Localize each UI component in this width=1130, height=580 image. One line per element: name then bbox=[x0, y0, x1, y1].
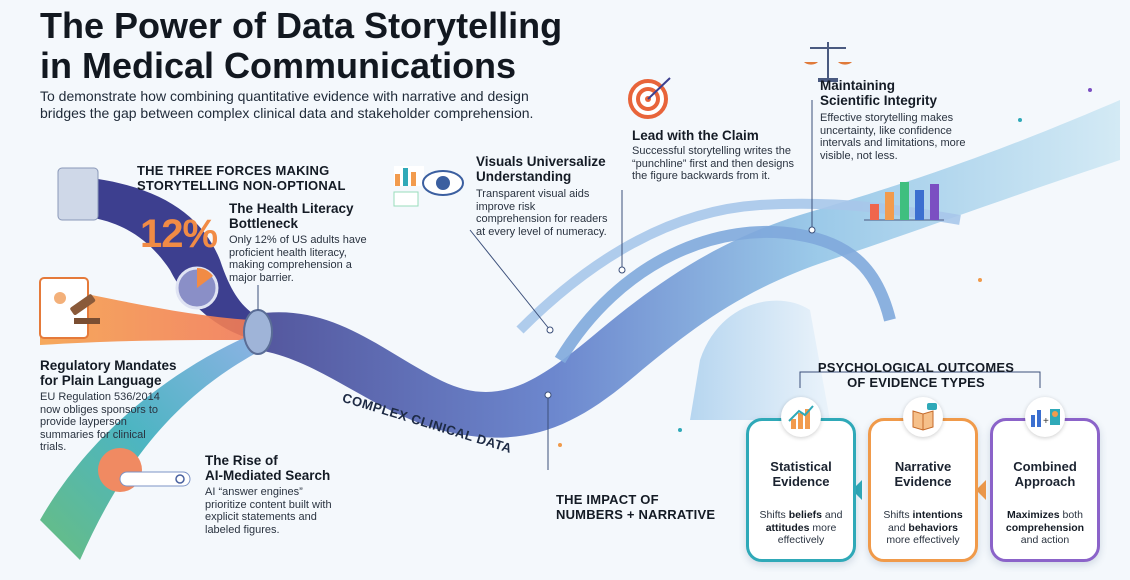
ai-search-body: AI “answer engines” prioritize content b… bbox=[205, 486, 332, 536]
card-emphasis: comprehension bbox=[1005, 521, 1085, 534]
target-icon bbox=[628, 77, 671, 119]
regulatory-title-2: for Plain Language bbox=[40, 373, 162, 388]
card-text: and action bbox=[1020, 534, 1070, 546]
regulatory-body: EU Regulation 536/2014 now obliges spons… bbox=[40, 391, 160, 454]
card-title-2: Approach bbox=[1014, 474, 1076, 489]
impact-line-1: THE IMPACT OF bbox=[556, 492, 659, 507]
title-line-2: in Medical Communications bbox=[40, 45, 517, 86]
ai-search-title: The Rise of AI-Mediated Search bbox=[205, 453, 365, 483]
title-line-1: The Power of Data Storytelling bbox=[40, 5, 563, 46]
card-title-2: Evidence bbox=[894, 474, 952, 489]
page-title: The Power of Data Storytelling in Medica… bbox=[40, 6, 640, 86]
bridge-deck bbox=[516, 198, 961, 334]
pipe-opening bbox=[57, 167, 99, 221]
card-title-2: Evidence bbox=[772, 474, 830, 489]
page-subtitle: To demonstrate how combining quantitativ… bbox=[40, 88, 534, 121]
forces-heading: THE THREE FORCES MAKING STORYTELLING NON… bbox=[137, 163, 357, 193]
card-text: more effectively bbox=[886, 534, 960, 546]
card-text: and bbox=[887, 521, 909, 534]
card-title-1: Combined bbox=[1013, 459, 1077, 474]
error-bar-chart-icon bbox=[864, 182, 944, 221]
card-body: Shifts intentions and behaviors more eff… bbox=[877, 509, 969, 547]
visuals-title-1: Visuals Universalize bbox=[476, 154, 606, 169]
gavel-icon bbox=[39, 277, 100, 339]
impact-heading: THE IMPACT OF NUMBERS + NARRATIVE bbox=[556, 492, 736, 522]
card-title-1: Statistical bbox=[770, 459, 832, 474]
eye-icon bbox=[393, 166, 464, 207]
bridge-pier bbox=[690, 300, 830, 420]
card-text: both bbox=[1059, 509, 1083, 521]
health-literacy-title-1: The Health Literacy bbox=[229, 201, 354, 216]
claim-title: Lead with the Claim bbox=[632, 128, 759, 143]
ai-search-title-1: The Rise of bbox=[205, 453, 278, 468]
card-body: Maximizes both comprehension and action bbox=[999, 509, 1091, 547]
visuals-body: Transparent visual aids improve risk com… bbox=[476, 188, 608, 238]
scales-icon bbox=[804, 42, 852, 82]
chart-plus-book-icon: + bbox=[1025, 397, 1065, 437]
psych-heading-1: PSYCHOLOGICAL OUTCOMES bbox=[817, 360, 1015, 375]
card-emphasis: Maximizes bbox=[1007, 509, 1060, 521]
claim-body: Successful storytelling writes the “punc… bbox=[632, 145, 795, 183]
card-text: more effectively bbox=[777, 521, 837, 547]
teal-stream bbox=[40, 335, 258, 560]
integrity-body: Effective storytelling makes uncertainty… bbox=[820, 112, 966, 162]
integrity-title-2: Scientific Integrity bbox=[820, 93, 938, 108]
forces-heading-line-2: STORYTELLING NON-OPTIONAL bbox=[137, 178, 346, 193]
svg-text:+: + bbox=[1043, 416, 1049, 427]
health-literacy-title: The Health Literacy Bottleneck bbox=[229, 201, 369, 231]
health-literacy-stat: 12% bbox=[140, 212, 218, 256]
integrity-title: Maintaining Scientific Integrity bbox=[820, 78, 1000, 108]
card-emphasis: intentions bbox=[912, 509, 963, 521]
card-text: and bbox=[822, 509, 843, 521]
psych-heading-2: OF EVIDENCE TYPES bbox=[847, 375, 985, 390]
bridge-arch bbox=[554, 226, 896, 364]
valve bbox=[243, 309, 273, 355]
forces-heading-line-1: THE THREE FORCES MAKING bbox=[137, 163, 330, 178]
integrity-title-1: Maintaining bbox=[820, 78, 895, 93]
card-emphasis: beliefs bbox=[788, 509, 822, 521]
regulatory-title-1: Regulatory Mandates bbox=[40, 358, 177, 373]
card-text: Shifts bbox=[759, 509, 789, 521]
card-body: Shifts beliefs and attitudes more effect… bbox=[755, 509, 847, 547]
card-emphasis: attitudes bbox=[765, 521, 810, 534]
health-literacy-title-2: Bottleneck bbox=[229, 216, 299, 231]
brain-icon bbox=[98, 448, 191, 492]
bar-chart-icon bbox=[781, 397, 821, 437]
card-emphasis: behaviors bbox=[908, 521, 959, 534]
visuals-title: Visuals Universalize Understanding bbox=[476, 154, 646, 184]
health-literacy-body: Only 12% of US adults have proficient he… bbox=[229, 234, 367, 284]
ai-search-title-2: AI-Mediated Search bbox=[205, 468, 331, 483]
regulatory-title: Regulatory Mandates for Plain Language bbox=[40, 358, 220, 388]
psych-heading: PSYCHOLOGICAL OUTCOMES OF EVIDENCE TYPES bbox=[796, 360, 1036, 390]
impact-line-2: NUMBERS + NARRATIVE bbox=[556, 507, 716, 522]
card-text: Shifts bbox=[883, 509, 913, 521]
book-icon bbox=[903, 397, 943, 437]
card-title-1: Narrative bbox=[894, 459, 952, 474]
visuals-title-2: Understanding bbox=[476, 169, 572, 184]
